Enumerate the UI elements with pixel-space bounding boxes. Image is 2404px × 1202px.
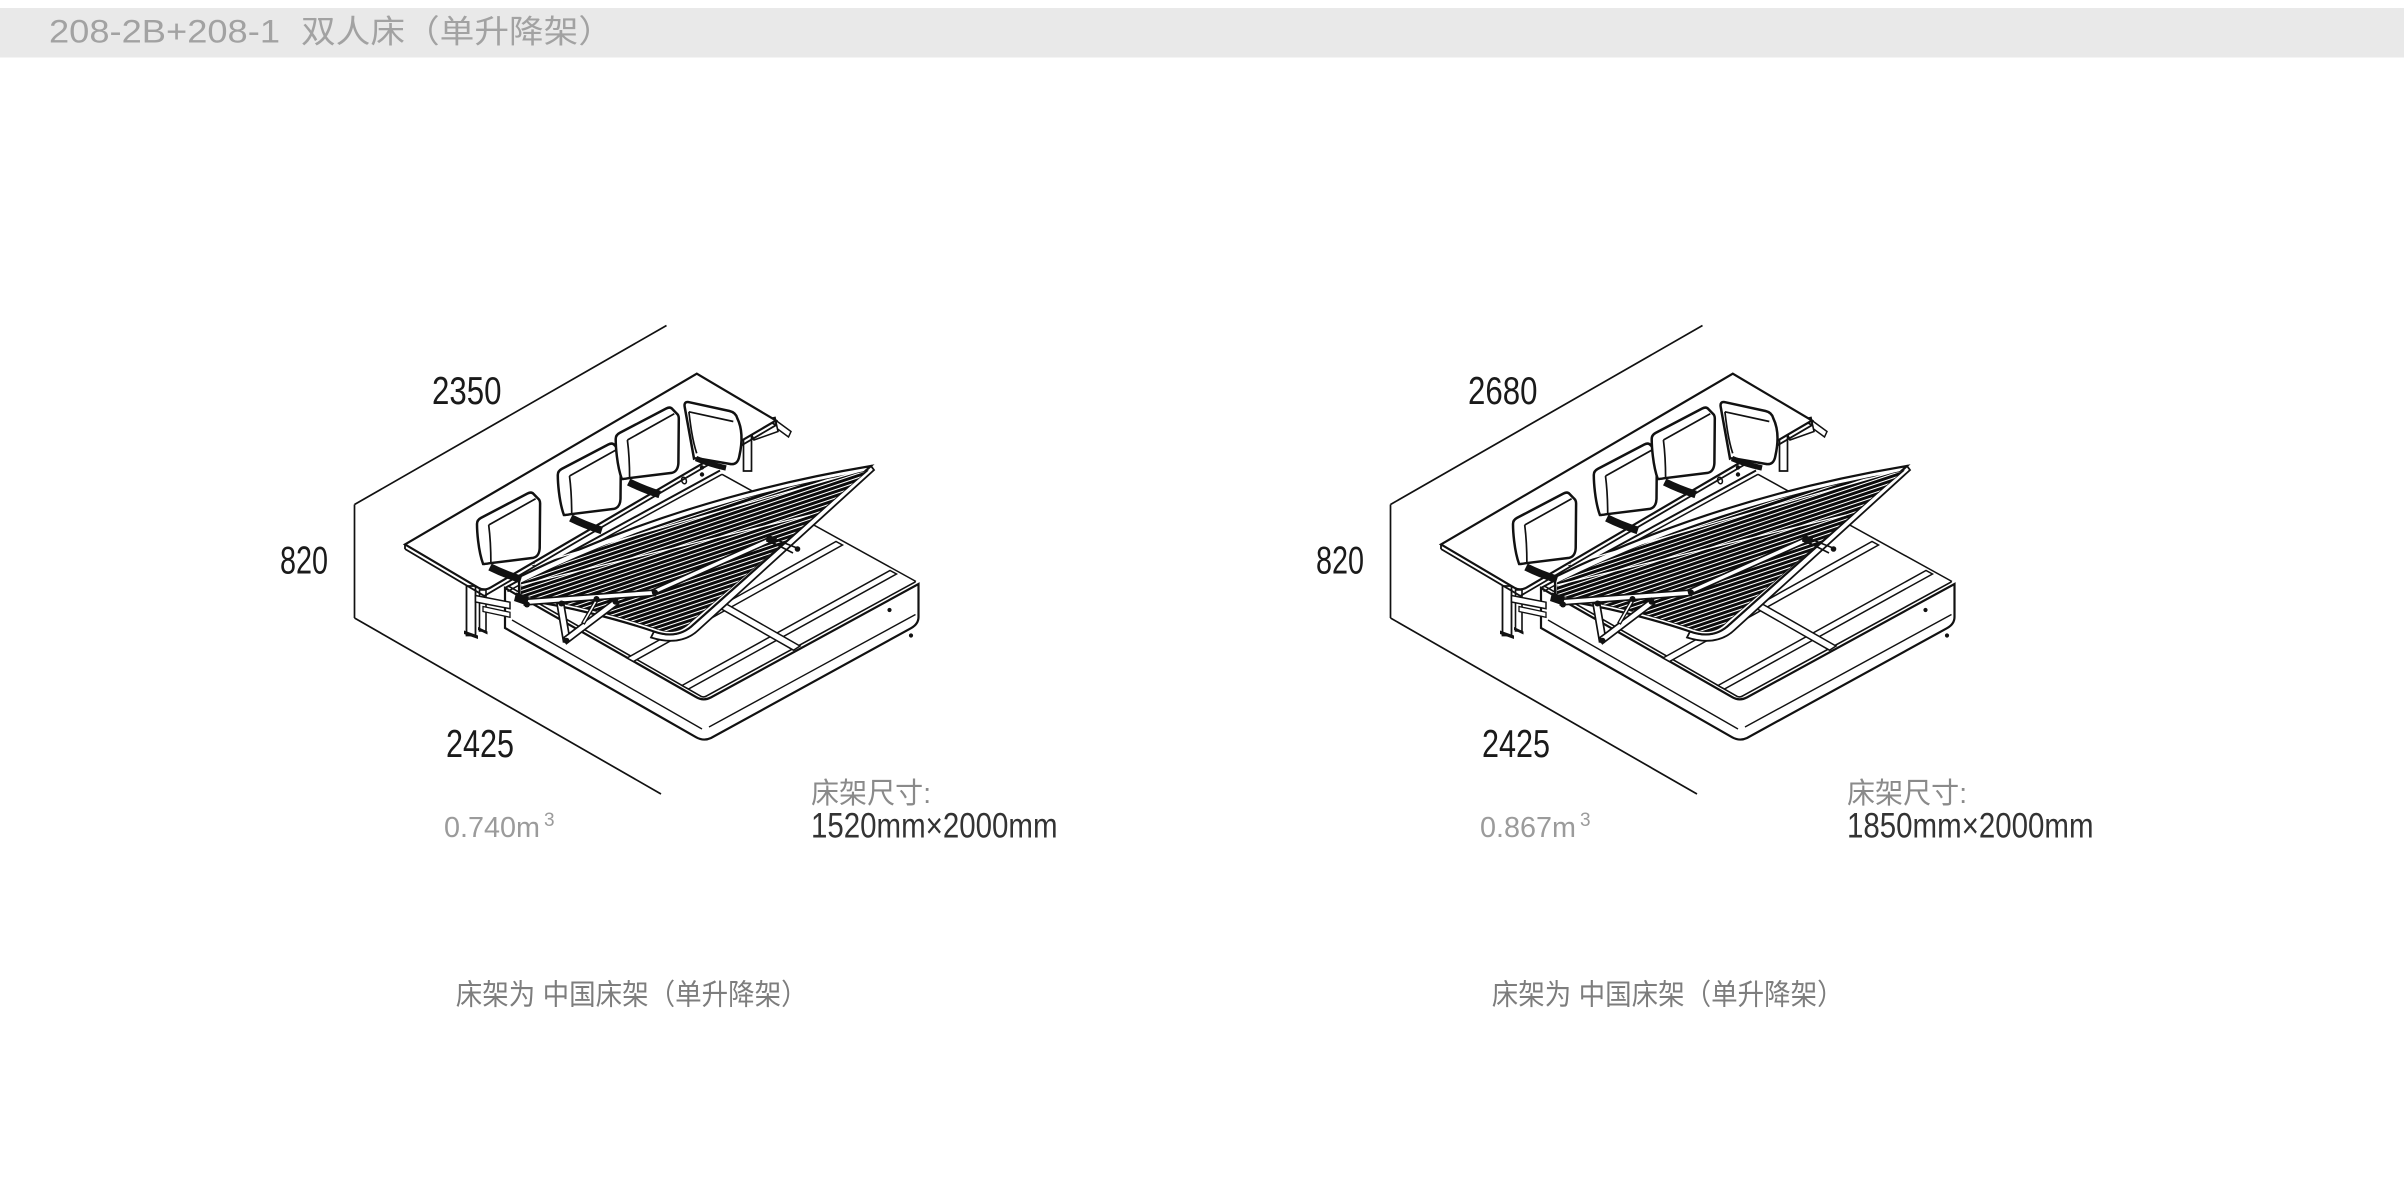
svg-text:2425: 2425 — [446, 723, 514, 766]
svg-text:床架为 中国床架（单升降架）: 床架为 中国床架（单升降架） — [456, 979, 808, 1012]
svg-text:820: 820 — [1316, 540, 1364, 583]
svg-text:1850mm×2000mm: 1850mm×2000mm — [1847, 806, 2094, 846]
svg-text:1520mm×2000mm: 1520mm×2000mm — [811, 806, 1058, 846]
svg-text:3: 3 — [544, 810, 555, 831]
svg-text:2350: 2350 — [432, 370, 502, 413]
svg-text:0.740m: 0.740m — [444, 812, 540, 844]
svg-text:床架尺寸:: 床架尺寸: — [811, 777, 931, 810]
svg-text:2425: 2425 — [1482, 723, 1550, 766]
svg-text:双人床（单升降架）: 双人床（单升降架） — [301, 14, 613, 50]
svg-text:0.867m: 0.867m — [1480, 812, 1576, 844]
svg-text:床架为 中国床架（单升降架）: 床架为 中国床架（单升降架） — [1492, 979, 1844, 1012]
svg-text:3: 3 — [1580, 810, 1591, 831]
svg-text:208-2B+208-1: 208-2B+208-1 — [49, 14, 280, 50]
svg-text:2680: 2680 — [1468, 370, 1538, 413]
svg-text:820: 820 — [280, 540, 328, 583]
svg-text:床架尺寸:: 床架尺寸: — [1847, 777, 1967, 810]
